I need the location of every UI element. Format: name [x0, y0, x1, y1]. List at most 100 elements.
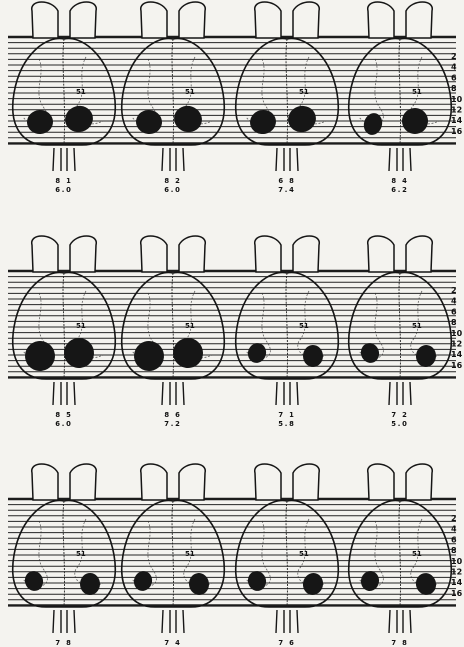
left-olfactory-bulb [255, 2, 281, 38]
brain-diagram-1-4: 518 46.2 [349, 2, 452, 194]
brain-region-label: 51 [412, 88, 422, 96]
right-lesion [415, 344, 438, 368]
right-olfactory-bulb [70, 236, 96, 272]
left-olfactory-bulb [368, 236, 394, 272]
depth-scale-label: 12 [451, 568, 462, 577]
depth-scale-label: 8 [451, 546, 457, 555]
right-olfactory-bulb [406, 236, 432, 272]
right-olfactory-bulb [293, 236, 319, 272]
left-lesion [131, 569, 154, 594]
left-olfactory-bulb [368, 464, 394, 500]
brainstem [389, 148, 411, 171]
brain-diagram-1-2: 518 26.0 [122, 2, 225, 194]
specimen-id: 7 8 [391, 639, 408, 647]
depth-scale-label: 12 [451, 340, 462, 349]
left-lesion [26, 109, 53, 134]
brain-midline [172, 501, 173, 607]
depth-scale-label: 6 [451, 307, 457, 316]
brain-diagram-2-3: 517 15.8 [236, 236, 339, 428]
brainstem [389, 610, 411, 633]
specimen-id: 8 5 [55, 411, 72, 419]
depth-scale-label: 16 [451, 361, 463, 370]
brain-midline [286, 273, 287, 379]
brain-region-label: 51 [412, 550, 422, 558]
brainstem [276, 610, 298, 633]
brainstem [162, 382, 184, 405]
brain-midline [172, 273, 173, 379]
specimen-id: 7 4 [164, 639, 181, 647]
left-lesion [361, 111, 384, 137]
left-lesion [245, 341, 268, 366]
right-olfactory-bulb [70, 2, 96, 38]
brainstem [162, 610, 184, 633]
right-olfactory-bulb [179, 2, 205, 38]
right-olfactory-bulb [406, 2, 432, 38]
right-olfactory-bulb [179, 464, 205, 500]
brainstem [53, 382, 75, 405]
depth-scale-label: 8 [451, 318, 457, 327]
specimen-value: 6.0 [164, 186, 181, 194]
specimen-id: 7 8 [55, 639, 72, 647]
right-lesion [170, 335, 206, 371]
specimen-id: 7 6 [278, 639, 295, 647]
brain-diagram-2-4: 517 25.0 [349, 236, 452, 428]
left-olfactory-bulb [141, 464, 167, 500]
right-lesion [413, 571, 438, 598]
depth-scale-label: 2 [451, 514, 457, 523]
depth-scale-label: 16 [451, 127, 463, 136]
depth-scale-label: 4 [451, 297, 457, 306]
left-lesion [130, 337, 167, 374]
depth-scale-label: 12 [451, 106, 462, 115]
brain-region-label: 51 [299, 550, 309, 558]
right-olfactory-bulb [293, 2, 319, 38]
left-olfactory-bulb [368, 2, 394, 38]
depth-scale-label: 10 [451, 557, 463, 566]
brain-diagram-1-1: 51 8 16.0 [13, 2, 116, 194]
specimen-value: 6.0 [55, 186, 72, 194]
depth-scale-label: 8 [451, 84, 457, 93]
specimen-id: 6 8 [278, 177, 295, 185]
left-olfactory-bulb [32, 464, 58, 500]
right-lesion [188, 572, 210, 596]
specimen-value: 7.4 [278, 186, 295, 194]
depth-scale-label: 14 [451, 116, 463, 125]
brainstem [276, 148, 298, 171]
depth-scale-label: 10 [451, 95, 463, 104]
left-lesion [135, 108, 164, 135]
left-olfactory-bulb [32, 2, 58, 38]
brain-region-label: 51 [299, 88, 309, 96]
brain-midline [63, 501, 64, 607]
brain-midline [399, 39, 400, 145]
depth-scale-label: 2 [451, 286, 457, 295]
brain-region-label: 51 [185, 322, 195, 330]
left-lesion [22, 338, 59, 375]
depth-scale-label: 6 [451, 535, 457, 544]
depth-scale-label: 14 [451, 350, 463, 359]
brain-region-label: 51 [76, 88, 86, 96]
specimen-id: 8 1 [55, 177, 72, 185]
brainstem [53, 148, 75, 171]
brain-region-label: 51 [76, 322, 86, 330]
left-lesion [22, 569, 45, 594]
left-olfactory-bulb [255, 464, 281, 500]
brain-diagram-2-1: 51 8 56.0 [13, 236, 116, 428]
depth-scale-label: 6 [451, 73, 457, 82]
depth-scale-label: 4 [451, 525, 457, 534]
right-olfactory-bulb [293, 464, 319, 500]
brain-midline [399, 501, 400, 607]
brain-diagram-2-2: 51 8 67.2 [122, 236, 225, 428]
brain-region-label: 51 [299, 322, 309, 330]
specimen-value: 6.0 [55, 420, 72, 428]
right-lesion [285, 103, 319, 136]
brain-region-label: 51 [76, 550, 86, 558]
brain-region-label: 51 [412, 322, 422, 330]
brainstem [389, 382, 411, 405]
specimen-id: 8 6 [164, 411, 181, 419]
specimen-value: 5.0 [391, 420, 408, 428]
depth-scale-label: 2 [451, 52, 457, 61]
brain-midline [172, 39, 173, 145]
right-lesion [171, 102, 206, 135]
brain-midline [286, 501, 287, 607]
depth-scale-label: 16 [451, 589, 463, 598]
specimen-value: 7.2 [164, 420, 181, 428]
